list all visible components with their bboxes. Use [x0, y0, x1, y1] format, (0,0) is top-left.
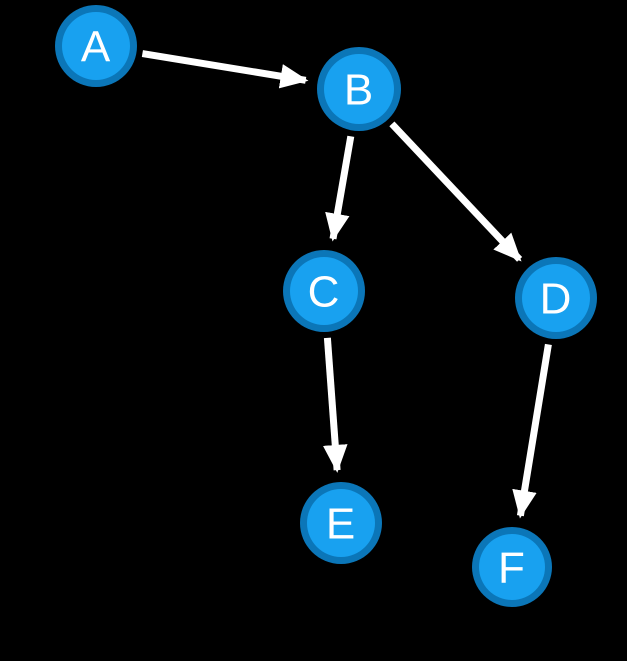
node-fill: [324, 54, 394, 124]
node-F[interactable]: F: [472, 527, 552, 607]
node-fill: [62, 12, 130, 80]
edge-C-E: [322, 337, 348, 473]
node-A[interactable]: A: [55, 5, 137, 87]
node-fill: [479, 534, 545, 600]
edge-A-B: [141, 50, 309, 89]
node-label-D: D: [540, 275, 573, 324]
node-C[interactable]: C: [283, 250, 365, 332]
node-label-B: B: [344, 66, 374, 115]
node-label-C: C: [308, 268, 341, 317]
node-label-F: F: [498, 544, 526, 593]
edges-layer: [141, 50, 552, 519]
node-label-E: E: [326, 500, 356, 549]
node-D[interactable]: D: [515, 257, 597, 339]
edge-B-C: [325, 135, 355, 242]
node-fill: [522, 264, 590, 332]
nodes-layer: A B C D E F: [55, 5, 597, 607]
edge-B-D: [389, 121, 523, 262]
edge-D-F: [512, 343, 552, 519]
node-fill: [290, 257, 358, 325]
node-E[interactable]: E: [300, 482, 382, 564]
node-B[interactable]: B: [317, 47, 401, 131]
node-label-A: A: [81, 23, 111, 72]
node-fill: [307, 489, 375, 557]
